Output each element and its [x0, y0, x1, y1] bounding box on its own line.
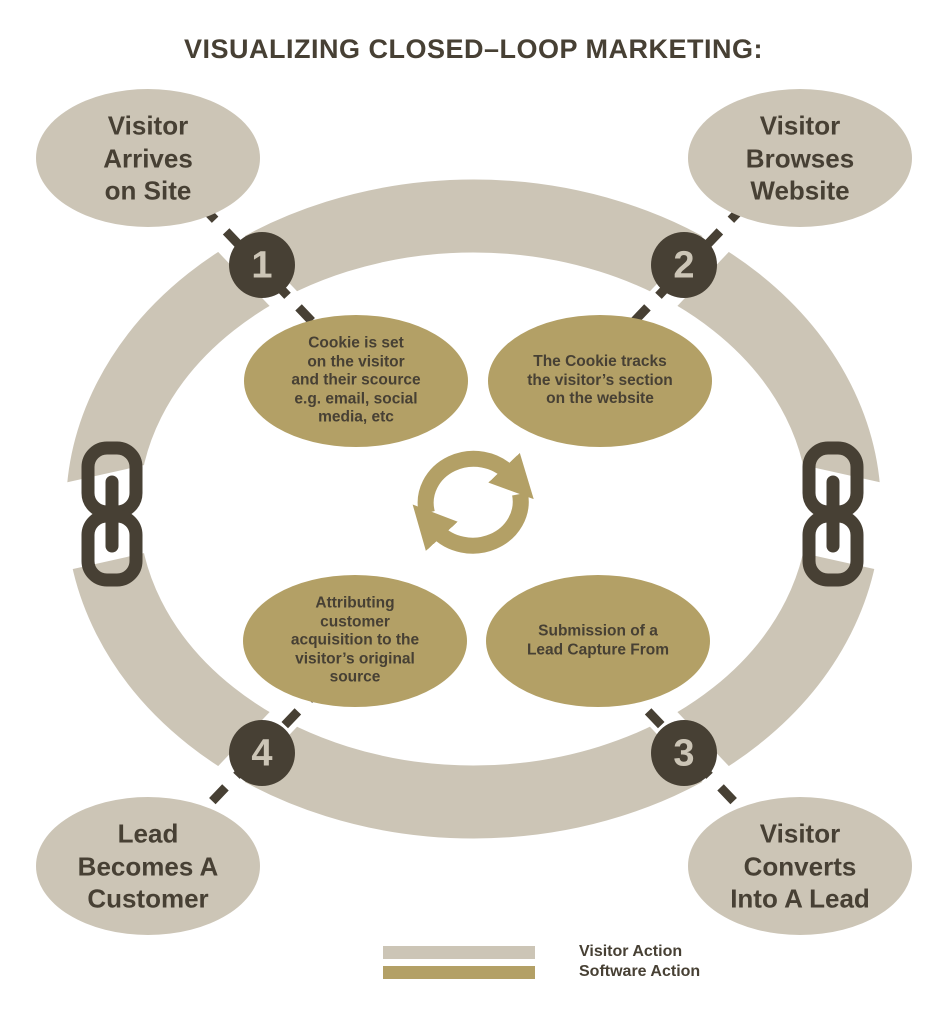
ellipse-cookie-set — [244, 315, 468, 447]
legend: Visitor Action Software Action — [383, 942, 743, 982]
legend-row-software-action: Software Action — [383, 962, 743, 982]
step-circle-3 — [651, 720, 717, 786]
visitor-action-ellipses — [36, 89, 912, 935]
ring-gaps — [207, 219, 740, 799]
label-visitor-converts-into-a-lead: Visitor Converts Into A Lead — [730, 818, 870, 914]
ellipse-visitor-browses — [688, 89, 912, 227]
step-circle-1 — [229, 232, 295, 298]
label-cookie-is-set: Cookie is set on the visitor and their s… — [291, 334, 421, 426]
ellipse-cookie-tracks — [488, 315, 712, 447]
legend-label-software-action: Software Action — [579, 963, 701, 980]
cycle-arrows-icon — [412, 450, 534, 554]
label-visitor-arrives-on-site: Visitor Arrives on Site — [103, 110, 193, 206]
ellipse-lead-customer — [36, 797, 260, 935]
ellipse-attributing — [243, 575, 467, 707]
chain-link-icon — [81, 441, 143, 587]
legend-row-visitor-action: Visitor Action — [383, 942, 743, 962]
legend-swatch-visitor-action — [383, 945, 535, 959]
step-number-3: 3 — [673, 732, 695, 775]
cycle-top-arrow — [417, 450, 534, 516]
software-action-ellipses — [243, 315, 712, 707]
loop-ring — [66, 179, 881, 839]
label-visitor-browses-website: Visitor Browses Website — [745, 110, 855, 206]
label-attributing-acquisition: Attributing customer acquisition to the … — [290, 594, 420, 686]
label-lead-capture-form: Submission of a Lead Capture From — [526, 622, 670, 658]
ellipse-visitor-converts — [688, 797, 912, 935]
dashed-connectors — [198, 202, 748, 816]
step-number-4: 4 — [251, 732, 273, 775]
page-title: VISUALIZING CLOSED–LOOP MARKETING: — [183, 34, 764, 64]
step-number-1: 1 — [251, 244, 273, 287]
chain-link-icon — [802, 441, 864, 587]
legend-swatch-software-action — [383, 965, 535, 979]
label-lead-becomes-a-customer: Lead Becomes A Customer — [77, 818, 219, 914]
label-cookie-tracks: The Cookie tracks the visitor’s section … — [527, 353, 673, 408]
step-circles — [229, 232, 717, 786]
cycle-bottom-arrow — [412, 492, 529, 554]
step-circle-2 — [651, 232, 717, 298]
legend-label-visitor-action: Visitor Action — [579, 943, 683, 960]
step-number-2: 2 — [673, 244, 695, 287]
ellipse-visitor-arrives — [36, 89, 260, 227]
step-circle-4 — [229, 720, 295, 786]
ellipse-lead-form — [486, 575, 710, 707]
